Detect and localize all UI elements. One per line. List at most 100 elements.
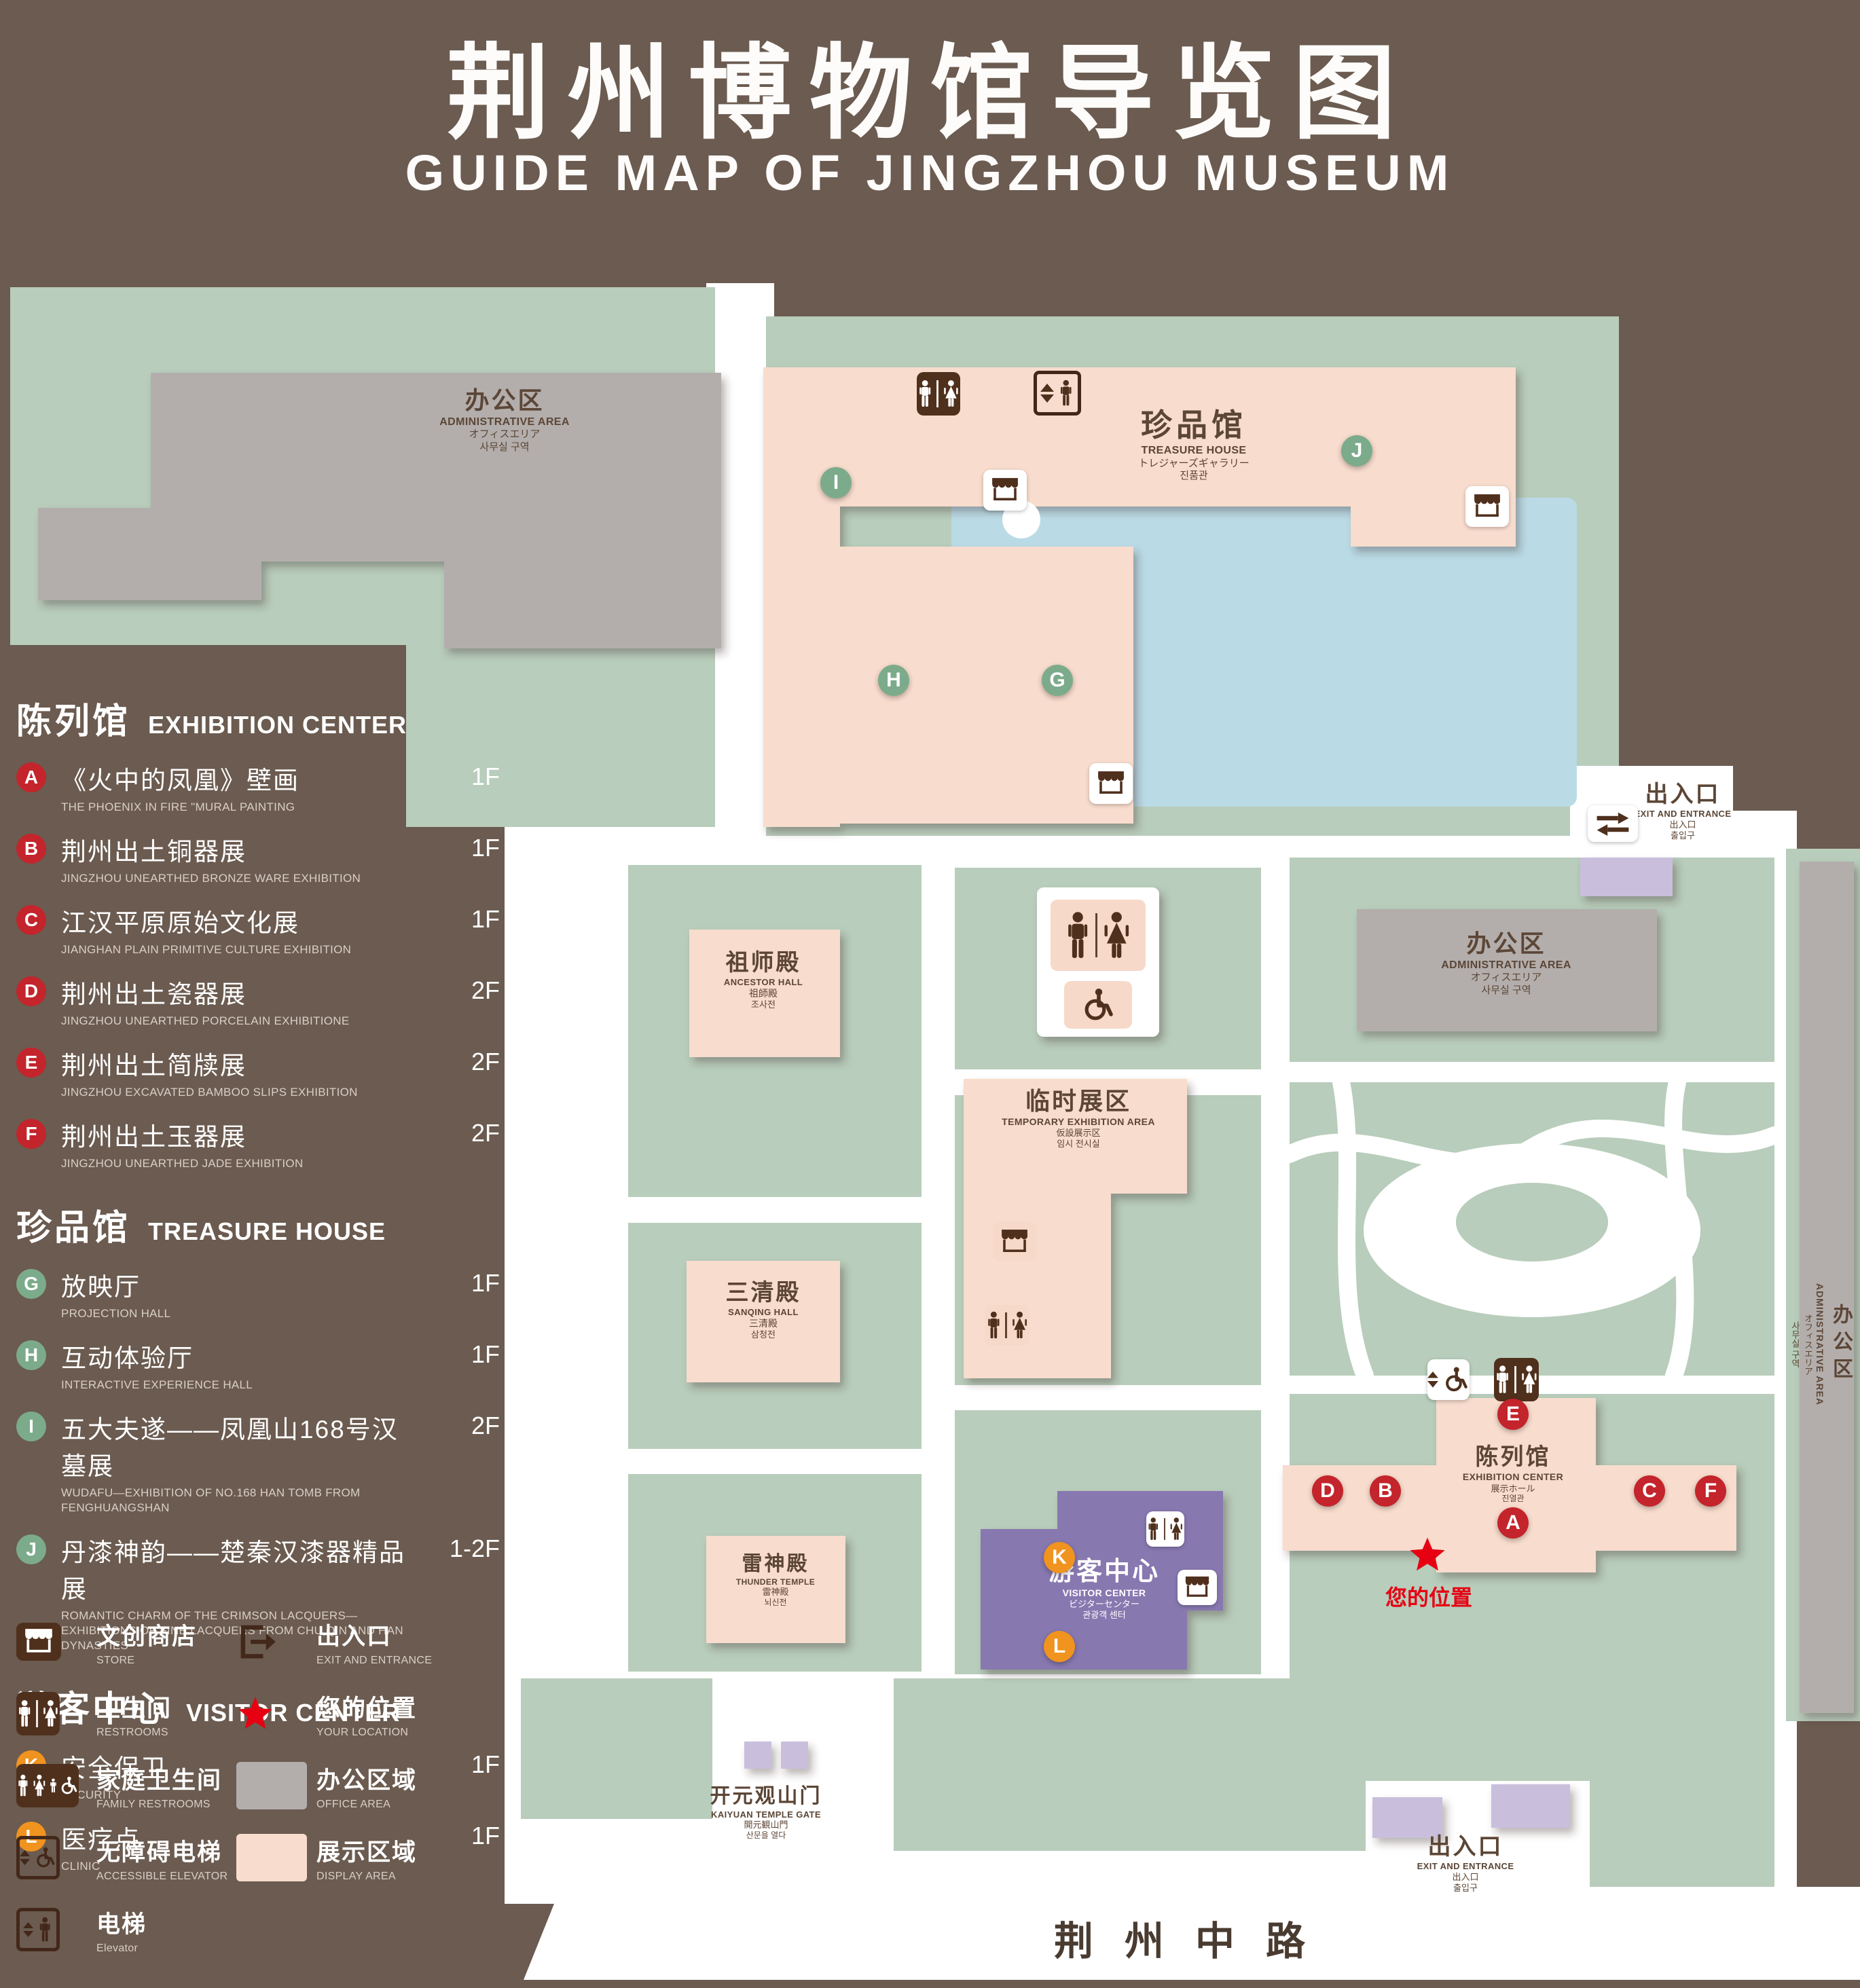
gate-post-right (781, 1742, 808, 1769)
item-en: JIANGHAN PLAIN PRIMITIVE CULTURE EXHIBIT… (61, 943, 352, 957)
accessible-restroom-icon (1064, 981, 1132, 1029)
building-label-admin-far-right: 办公区 ADMINISTRATIVE AREA オフィスエリア 사무실 구역 (1790, 1086, 1855, 1602)
family-restroom-icon (16, 1764, 96, 1807)
marker-badge: E (16, 1048, 46, 1078)
restroom-icon (1494, 1358, 1539, 1401)
store-icon (983, 470, 1027, 511)
map-marker-i: I (820, 467, 852, 498)
label-cn: 办公区 (464, 386, 545, 414)
road-jingzhou-middle (524, 1887, 1860, 1980)
label-en: EXHIBITION CENTER (1462, 1471, 1564, 1483)
your-location-star-icon (236, 1695, 316, 1733)
building-treasure-house (763, 367, 1516, 827)
accessible-elevator-icon (16, 1836, 96, 1879)
label-en: SANQING HALL (728, 1307, 799, 1318)
building-temporary-exhibition (964, 1079, 1187, 1378)
map-marker-l: L (1044, 1631, 1075, 1662)
marker-badge: J (16, 1534, 46, 1564)
map-marker-f: F (1695, 1475, 1726, 1507)
legend-section-header: 珍品馆 TREASURE HOUSE (16, 1199, 500, 1250)
restroom-icon (1146, 1511, 1184, 1547)
label-en: ADMINISTRATIVE AREA (1441, 959, 1571, 971)
label-kr: 사무실 구역 (1481, 984, 1531, 996)
item-floor: 1F (471, 1750, 500, 1779)
label-jp: 出入口 (1669, 820, 1696, 830)
marker-badge: I (16, 1411, 46, 1441)
map-marker-b: B (1370, 1475, 1401, 1507)
legend-label-cn: 卫生间 (96, 1695, 172, 1722)
marker-badge: G (16, 1268, 46, 1299)
label-cn: 雷神殿 (742, 1553, 809, 1575)
building-label-treasure-house: 珍品馆 TREASURE HOUSE トレジャーズギャラリー 진품관 (1138, 406, 1250, 482)
label-jp: 祖師殿 (749, 988, 778, 999)
building-label-exhibition-center: 陈列馆 EXHIBITION CENTER 展示ホール 진열관 (1463, 1443, 1563, 1504)
label-jp: トレジャーズギャラリー (1138, 457, 1250, 469)
marker-badge: D (16, 976, 46, 1007)
label-en: EXIT AND ENTRANCE (1417, 1861, 1514, 1872)
building-exhibition-center (1283, 1398, 1736, 1572)
legend-label-cn: 文创商店 (96, 1623, 198, 1650)
legend-label-en: EXIT AND ENTRANCE (316, 1654, 433, 1666)
exit-entrance-icon (236, 1623, 316, 1661)
legend-label-cn: 出入口 (316, 1623, 393, 1650)
label-en: ADMINISTRATIVE AREA (439, 416, 570, 428)
label-cn: 办公区 (1829, 1304, 1852, 1385)
item-cn: 江汉平原原始文化展 (61, 909, 299, 938)
exit-entrance-arrows-icon (1588, 805, 1638, 842)
legend-label-cn: 家庭卫生间 (96, 1767, 223, 1794)
map-marker-e: E (1497, 1399, 1529, 1430)
restroom-icon (16, 1692, 96, 1735)
item-floor: 1F (471, 1268, 500, 1297)
legend-label-en: DISPLAY AREA (316, 1870, 396, 1882)
label-cn: 开元观山门 (710, 1785, 822, 1807)
legend-label-cn: 您的位置 (316, 1695, 418, 1722)
label-kr: 사무실 구역 (479, 441, 530, 453)
label-jp: 三清殿 (749, 1318, 778, 1329)
store-icon (993, 1222, 1036, 1262)
building-sanqing-hall (687, 1261, 840, 1382)
legend-label-cn: 电梯 (96, 1911, 147, 1938)
section-title-cn: 陈列馆 (16, 702, 131, 741)
item-floor: 1F (471, 762, 500, 790)
label-kr: 임시 전시실 (1057, 1138, 1100, 1149)
label-en: TREASURE HOUSE (1141, 445, 1247, 457)
item-floor: 2F (471, 1119, 500, 1147)
gate-label-kaiyuan: 开元观山门 KAIYUAN TEMPLE GATE 開元観山門 산문을 열다 (710, 1784, 822, 1841)
elevator-icon (1034, 371, 1081, 416)
legend-label-en: ACCESSIBLE ELEVATOR (96, 1870, 228, 1882)
map-marker-g: G (1042, 665, 1073, 696)
label-kr: 조사전 (751, 999, 776, 1010)
your-location-label: 您的位置 (1385, 1585, 1473, 1610)
legend-section-header: 陈列馆 EXHIBITION CENTER (16, 693, 500, 743)
item-cn: 荆州出土铜器展 (61, 838, 247, 866)
label-en: KAIYUAN TEMPLE GATE (711, 1809, 821, 1820)
store-icon (1465, 486, 1509, 527)
accessible-elevator-icon (1427, 1359, 1470, 1400)
page-title: 荆州博物馆导览图 (446, 36, 1414, 151)
building-exit-bottom-left (1372, 1797, 1442, 1838)
legend-label-cn: 展示区域 (316, 1839, 418, 1866)
building-label-ancestor-hall: 祖师殿 ANCESTOR HALL 祖師殿 조사전 (724, 949, 803, 1010)
item-en: PROJECTION HALL (61, 1306, 171, 1320)
building-admin-topleft (38, 373, 721, 648)
display-area-swatch (236, 1834, 316, 1881)
label-kr: 출입구 (1671, 830, 1695, 841)
building-label-admin-topleft: 办公区 ADMINISTRATIVE AREA オフィスエリア 사무실 구역 (439, 386, 570, 454)
garden-island (1456, 1183, 1608, 1262)
label-en: ANCESTOR HALL (723, 977, 803, 988)
item-cn: 荆州出土简牍展 (61, 1052, 247, 1080)
exit-bottom-label: 出入口 EXIT AND ENTRANCE 出入口 출입구 (1417, 1833, 1514, 1894)
item-en: JINGZHOU UNEARTHED BRONZE WARE EXHIBITIO… (61, 872, 361, 885)
label-kr: 삼청전 (751, 1329, 776, 1340)
